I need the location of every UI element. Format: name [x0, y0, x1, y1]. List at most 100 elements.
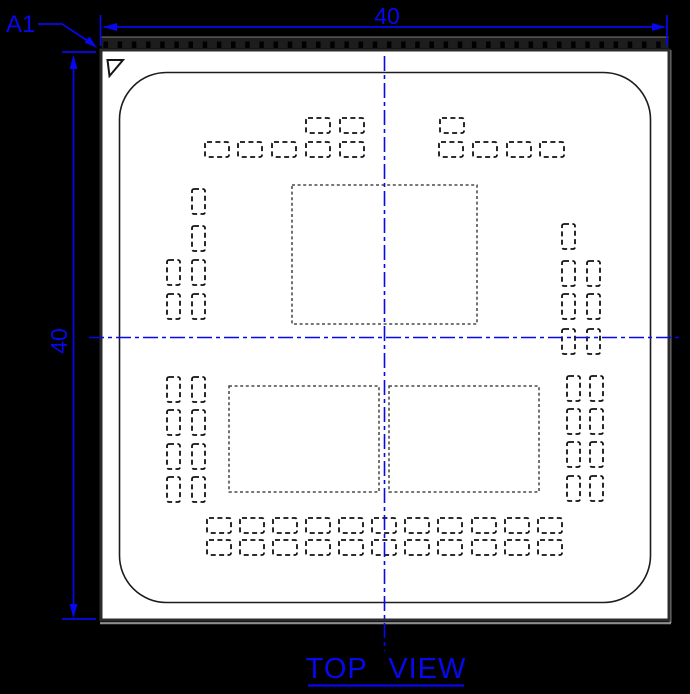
edge-tick: [415, 41, 420, 48]
edge-tick: [131, 41, 137, 48]
edge-tick: [273, 41, 279, 48]
passive-component-outline: [166, 443, 181, 470]
passive-component-outline: [339, 117, 365, 134]
passive-component-outline: [561, 223, 576, 250]
passive-component-outline: [589, 408, 604, 435]
edge-tick: [386, 41, 392, 48]
edge-tick: [656, 41, 661, 48]
left-dim-arrow-up: [69, 55, 78, 69]
passive-component-outline: [166, 293, 181, 320]
passive-component-outline: [566, 408, 581, 435]
package-body: [99, 36, 672, 625]
passive-component-outline: [586, 260, 601, 287]
passive-component-outline: [338, 517, 364, 534]
edge-tick: [471, 41, 477, 48]
edge-tick: [556, 41, 562, 48]
edge-tick: [585, 41, 590, 48]
passive-component-outline: [589, 441, 604, 468]
view-title: TOP VIEW: [306, 653, 467, 687]
edge-tick: [401, 41, 406, 48]
edge-tick: [599, 41, 604, 48]
edge-tick: [174, 41, 179, 48]
passive-component-outline: [191, 259, 206, 286]
passive-component-outline: [272, 517, 298, 534]
edge-tick: [287, 41, 293, 48]
edge-tick: [457, 41, 463, 48]
top-dimension: 40: [99, 3, 668, 46]
edge-tick: [429, 41, 434, 48]
top-dimension-value: 40: [374, 3, 400, 29]
passive-component-outline: [504, 517, 530, 534]
passive-component-outline: [566, 375, 581, 402]
passive-component-outline: [305, 517, 331, 534]
edge-tick: [231, 41, 236, 48]
edge-tick: [344, 41, 349, 48]
edge-tick: [146, 41, 151, 48]
passive-component-outline: [537, 517, 563, 534]
a1-leader-line: [38, 23, 89, 42]
passive-component-outline: [271, 141, 297, 158]
a1-leader-arrow: [84, 36, 97, 48]
die-outline: [388, 385, 540, 493]
passive-component-outline: [191, 376, 206, 403]
edge-tick: [202, 41, 208, 48]
edge-tick: [443, 41, 449, 48]
top-dim-arrow-right: [652, 23, 666, 31]
edge-tick: [613, 41, 619, 48]
edge-tick: [528, 41, 534, 48]
edge-tick: [160, 41, 165, 48]
a1-ball-label: A1: [6, 11, 35, 38]
edge-tick: [330, 41, 335, 48]
edge-tick: [358, 41, 364, 48]
passive-component-outline: [566, 475, 581, 502]
passive-component-outline: [272, 539, 298, 556]
edge-tick: [542, 41, 548, 48]
edge-tick: [259, 41, 264, 48]
edge-tick: [316, 41, 321, 48]
passive-component-outline: [404, 517, 430, 534]
edge-tick: [103, 41, 108, 48]
passive-component-outline: [437, 539, 463, 556]
edge-tick: [500, 41, 505, 48]
passive-component-outline: [439, 117, 465, 134]
passive-components-v: [166, 188, 604, 503]
edge-tick: [486, 41, 491, 48]
passive-component-outline: [537, 539, 563, 556]
passive-component-outline: [566, 441, 581, 468]
passive-component-outline: [472, 141, 498, 158]
edge-ticks: [103, 41, 661, 48]
passive-component-outline: [191, 293, 206, 320]
passive-component-outline: [561, 293, 576, 320]
edge-tick: [514, 41, 519, 48]
edge-tick: [372, 41, 378, 48]
edge-tick: [188, 41, 194, 48]
passive-component-outline: [437, 517, 463, 534]
passive-component-outline: [191, 188, 206, 215]
passive-component-outline: [191, 409, 206, 436]
centerlines: [89, 56, 683, 651]
view-title-text: TOP VIEW: [306, 653, 467, 685]
passive-component-outline: [204, 141, 230, 158]
passive-component-outline: [589, 475, 604, 502]
a1-callout: A1: [6, 11, 97, 48]
passive-component-outline: [166, 259, 181, 286]
top-edge-band: [101, 36, 669, 48]
passive-component-outline: [191, 443, 206, 470]
passive-component-outline: [239, 517, 265, 534]
passive-component-outline: [589, 375, 604, 402]
passive-component-outline: [206, 539, 232, 556]
passive-component-outline: [586, 328, 601, 355]
edge-tick: [216, 41, 222, 48]
passive-component-outline: [239, 539, 265, 556]
edge-tick: [641, 41, 647, 48]
passive-component-outline: [191, 476, 206, 503]
pin1-marker-triangle: [106, 59, 126, 79]
passive-component-outline: [539, 141, 565, 158]
passive-component-outline: [305, 117, 331, 134]
edge-tick: [245, 41, 250, 48]
passive-component-outline: [237, 141, 263, 158]
passive-component-outline: [338, 539, 364, 556]
passive-component-outline: [166, 476, 181, 503]
passive-component-outline: [471, 517, 497, 534]
